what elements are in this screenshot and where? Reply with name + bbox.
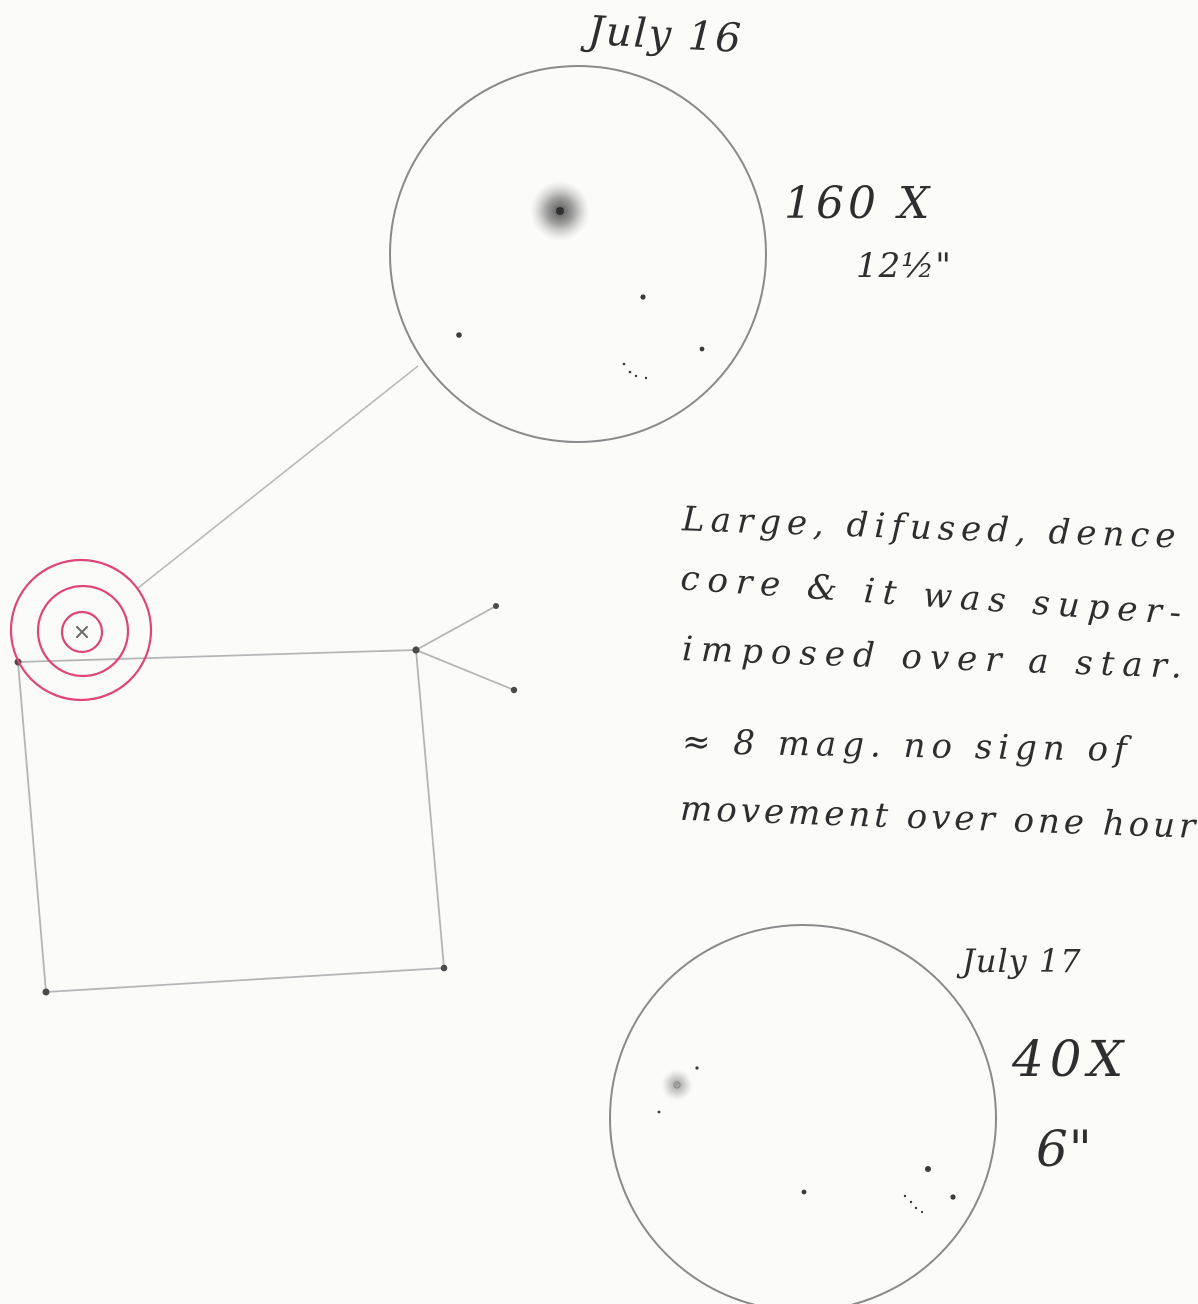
field-stars-160x <box>456 294 704 379</box>
field-star <box>802 1190 807 1195</box>
field-star <box>700 347 705 352</box>
magnification-label-2: 40X <box>1012 1030 1129 1088</box>
finder-star <box>493 603 499 609</box>
eyepiece-field-160x <box>390 66 766 442</box>
finder-chart <box>18 606 514 992</box>
finder-star <box>412 646 419 653</box>
aperture-label-1: 12½" <box>856 246 952 286</box>
field-star <box>950 1194 955 1199</box>
finder-star <box>43 989 50 996</box>
comet-x-mark <box>77 627 87 637</box>
observation-date-1: July 16 <box>587 8 744 62</box>
field-star <box>910 1201 912 1203</box>
field-star <box>695 1066 698 1069</box>
field-star <box>645 377 647 379</box>
field-star <box>915 1207 917 1209</box>
aperture-label-2: 6" <box>1036 1120 1093 1178</box>
eyepiece-field-40x <box>610 925 996 1304</box>
field-star <box>623 363 626 366</box>
note-line: ≈ 8 mag. no sign of <box>682 722 1133 770</box>
field-star <box>658 1111 661 1114</box>
magnification-label-1: 160 X <box>784 178 933 229</box>
field-star <box>640 294 645 299</box>
field-stars-40x <box>658 1066 956 1213</box>
field-star <box>921 1211 923 1213</box>
field-star <box>925 1166 931 1172</box>
finder-star <box>441 965 448 972</box>
observation-date-2: July 17 <box>962 942 1082 980</box>
field-star <box>629 371 632 374</box>
field-star <box>635 375 637 377</box>
comet-nucleus <box>556 207 564 215</box>
field-star <box>904 1195 906 1197</box>
pointer-line <box>138 366 418 588</box>
comet-coma-40x <box>661 1069 693 1101</box>
finder-star <box>511 687 517 693</box>
field-star <box>456 332 462 338</box>
